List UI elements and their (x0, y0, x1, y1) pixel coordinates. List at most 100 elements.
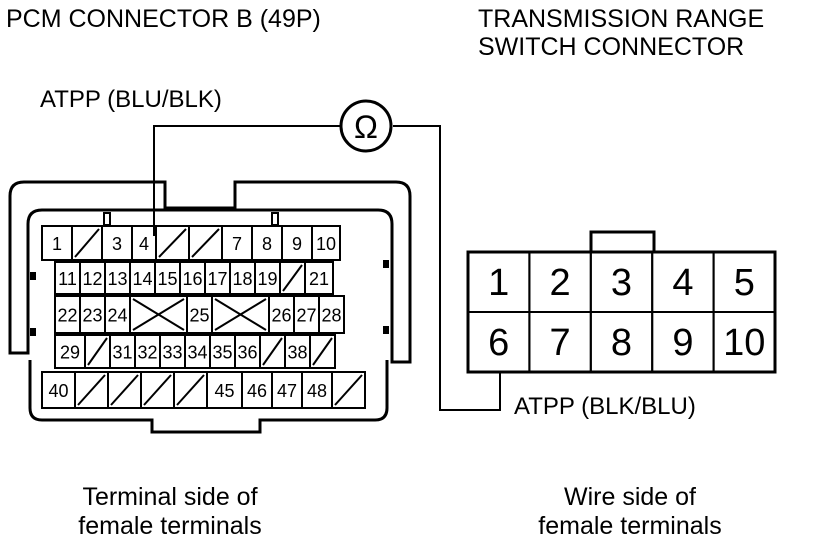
pcm-terminal-number: 27 (296, 306, 316, 326)
pcm-blocked-cavity (214, 298, 267, 331)
trs-terminal-number: 3 (611, 262, 632, 304)
pcm-terminal-number: 25 (189, 306, 209, 326)
pcm-caption-line1: Terminal side of (82, 483, 258, 511)
ohmmeter-icon (339, 99, 393, 153)
pcm-terminal-number: 34 (187, 343, 207, 363)
pcm-empty-cavity (87, 337, 108, 366)
pcm-empty-cavity (74, 228, 100, 258)
pcm-terminal-number: 18 (232, 269, 252, 289)
pcm-cell (104, 295, 131, 334)
pcm-cell (104, 261, 131, 295)
pcm-key-right-2 (383, 326, 389, 334)
pcm-terminal-number: 15 (157, 269, 177, 289)
pcm-terminal-number: 24 (107, 306, 127, 326)
pcm-connector-title: PCM CONNECTOR B (49P) (6, 5, 321, 33)
trs-connector-housing (589, 230, 656, 252)
pcm-terminal-number: 29 (60, 343, 80, 363)
pcm-empty-cavity (191, 228, 220, 258)
trs-terminal-number: 8 (611, 322, 632, 364)
pcm-cell (304, 261, 334, 295)
pcm-empty-cavity (77, 374, 106, 406)
trs-terminal-number: 4 (672, 262, 693, 304)
pcm-terminal-number: 3 (112, 234, 122, 254)
pcm-empty-cavity (262, 337, 283, 366)
pcm-cell (293, 295, 320, 334)
pcm-cell (311, 225, 341, 261)
pcm-cell (54, 261, 81, 295)
pcm-terminal-number: 46 (247, 381, 267, 401)
trs-terminal-number: 1 (488, 262, 509, 304)
pcm-cell (229, 261, 256, 295)
pcm-cell (129, 261, 156, 295)
pcm-empty-cavity (334, 374, 363, 406)
pcm-empty-cavity (312, 337, 333, 366)
pcm-terminal-number: 12 (82, 269, 102, 289)
pcm-terminal-number: 17 (207, 269, 227, 289)
pcm-key-left-2 (30, 328, 36, 336)
pcm-terminal-number: 23 (82, 306, 102, 326)
pcm-key-right-1 (383, 260, 389, 268)
trs-connector-title-line2: SWITCH CONNECTOR (478, 33, 745, 61)
pcm-terminal-number: 10 (316, 234, 336, 254)
atpp-trs-wire-label: ATPP (BLK/BLU) (514, 393, 696, 420)
pcm-cell (318, 295, 345, 334)
pcm-terminal-number: 26 (271, 306, 291, 326)
pcm-cell (101, 225, 133, 261)
trs-terminal-number: 2 (550, 262, 571, 304)
lead-to-trs-pin-6 (393, 125, 501, 411)
pcm-blocked-cavity (132, 298, 185, 331)
pcm-terminal-number: 21 (309, 269, 329, 289)
pcm-cell (221, 225, 253, 261)
pcm-terminal-number: 33 (162, 343, 182, 363)
pcm-terminal-number: 9 (292, 234, 302, 254)
pcm-cell (234, 334, 261, 369)
pcm-empty-cavity (143, 374, 172, 406)
pcm-cell (254, 261, 281, 295)
pcm-lower-shell (28, 360, 389, 434)
pcm-connector-housing (8, 180, 412, 434)
pcm-empty-cavity (110, 374, 139, 406)
pcm-empty-cavity (282, 264, 303, 292)
pcm-cell (268, 295, 295, 334)
pcm-terminal-number: 8 (262, 234, 272, 254)
trs-caption: Wire side of female terminals (500, 483, 760, 541)
trs-caption-line1: Wire side of (564, 483, 696, 511)
pcm-terminal-number: 38 (287, 343, 307, 363)
pcm-cell (301, 371, 333, 409)
trs-terminal-number: 7 (550, 322, 571, 364)
pcm-cell (204, 261, 231, 295)
trs-caption-line2: female terminals (538, 512, 722, 540)
pcm-guide-post-right (271, 212, 279, 226)
pcm-terminal-number: 28 (321, 306, 341, 326)
pcm-cell (54, 334, 86, 369)
pcm-terminal-number: 40 (48, 381, 68, 401)
pcm-terminal-number: 19 (257, 269, 277, 289)
pcm-terminal-number: 11 (58, 269, 77, 289)
pcm-terminal-number: 35 (212, 343, 232, 363)
pcm-cell (271, 371, 303, 409)
ohm-symbol: Ω (354, 109, 378, 145)
trs-cell (712, 311, 776, 373)
pcm-terminal-number: 31 (112, 343, 132, 363)
trs-terminal-number: 5 (734, 262, 755, 304)
pcm-terminal-number: 16 (182, 269, 202, 289)
pcm-cell (41, 225, 73, 261)
pcm-terminal-number: 13 (107, 269, 127, 289)
trs-lock-tab (589, 230, 656, 252)
pcm-key-left-1 (30, 272, 36, 280)
pcm-cell (131, 225, 157, 261)
pcm-caption: Terminal side of female terminals (30, 483, 310, 541)
pcm-terminal-number: 4 (139, 234, 149, 254)
lead-to-pcm-pin-4 (153, 125, 340, 236)
pcm-empty-cavity (158, 228, 187, 258)
pcm-cell (179, 261, 206, 295)
pcm-caption-line2: female terminals (78, 512, 262, 540)
pcm-terminal-number: 32 (137, 343, 157, 363)
trs-terminal-number: 6 (488, 322, 509, 364)
pcm-terminal-number: 47 (277, 381, 297, 401)
atpp-pcm-wire-label: ATPP (BLU/BLK) (40, 86, 222, 113)
